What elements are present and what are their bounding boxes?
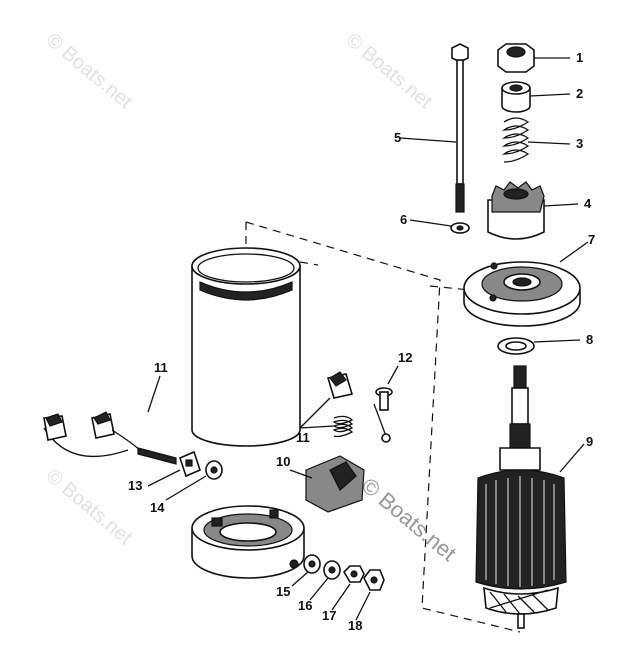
- brush-bracket: [147, 450, 201, 487]
- watermark-center: © Boats.net: [357, 473, 461, 566]
- callout-2: 2: [576, 86, 583, 101]
- nut-top: [497, 43, 570, 73]
- watermark-top-center: © Boats.net: [342, 29, 437, 113]
- callout-5: 5: [394, 130, 401, 145]
- lower-end-cap: [191, 505, 305, 579]
- svg-text:© Boats.net: © Boats.net: [357, 473, 461, 566]
- callout-6: 6: [400, 212, 407, 227]
- callout-18: 18: [348, 618, 362, 633]
- watermark-bottom-left: © Boats.net: [42, 465, 137, 549]
- callout-16: 16: [298, 598, 312, 613]
- watermark-top-left: © Boats.net: [42, 29, 137, 113]
- spacer-collar: [501, 81, 571, 113]
- brush-holder: [289, 455, 365, 513]
- callout-4: 4: [584, 196, 592, 211]
- insulating-washer: [165, 460, 223, 501]
- lock-washer-lower: [309, 560, 341, 601]
- svg-text:© Boats.net: © Boats.net: [42, 465, 137, 549]
- brush-spring-right: [299, 371, 354, 438]
- brush-set-left: [43, 375, 177, 465]
- callout-10: 10: [276, 454, 290, 469]
- callout-3: 3: [576, 136, 583, 151]
- callout-8: 8: [586, 332, 593, 347]
- svg-text:© Boats.net: © Boats.net: [342, 29, 437, 113]
- svg-text:© Boats.net: © Boats.net: [42, 29, 137, 113]
- callout-11-right: 11: [296, 430, 310, 445]
- through-bolt: [399, 43, 469, 213]
- callout-14: 14: [150, 500, 165, 515]
- terminal-nut-outer: [355, 569, 385, 621]
- callout-11-left: 11: [154, 360, 168, 375]
- armature: [475, 365, 585, 629]
- terminal-nut: [331, 565, 365, 611]
- drive-spring: [501, 117, 571, 163]
- callout-12: 12: [398, 350, 412, 365]
- callout-7: 7: [588, 232, 595, 247]
- terminal-screw: [373, 365, 399, 443]
- callout-13: 13: [128, 478, 142, 493]
- upper-end-cap: [463, 241, 589, 327]
- thrust-washer: [497, 337, 581, 355]
- callout-17: 17: [322, 608, 336, 623]
- flat-washer: [291, 554, 321, 587]
- callout-1: 1: [576, 50, 583, 65]
- callout-15: 15: [276, 584, 290, 599]
- callout-9: 9: [586, 434, 593, 449]
- pinion-drive-gear: [487, 181, 579, 240]
- field-frame: [191, 247, 301, 447]
- lock-washer: [409, 219, 470, 234]
